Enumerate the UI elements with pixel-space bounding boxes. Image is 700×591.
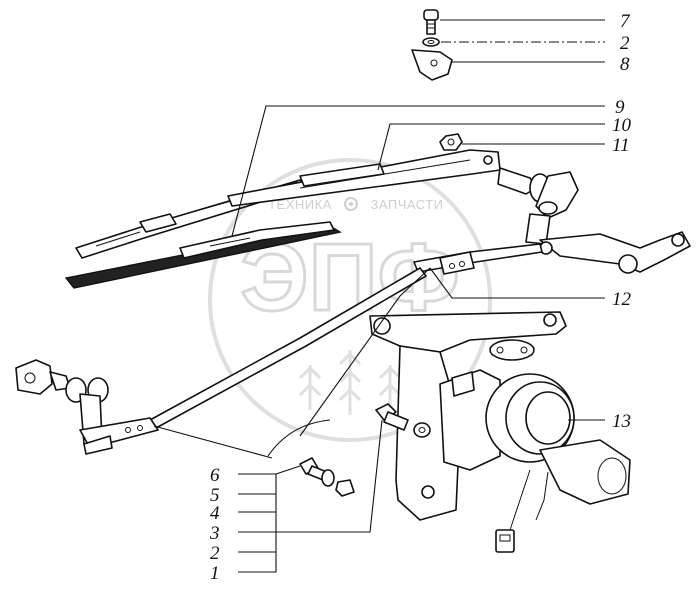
motor-cable [495,469,549,553]
leader-lines [153,19,605,573]
pivot-right [497,167,579,245]
bolt-part [423,9,439,35]
pivot-left [15,359,159,455]
wiper-blade-lower [64,221,342,289]
washer-part [422,37,440,47]
crank-arm-right [539,231,691,274]
bolt-set-rod [299,457,355,497]
bolt-set-motor [375,403,431,438]
callout-10: 10 [612,115,632,136]
motor-body [439,339,631,505]
callout-4: 4 [210,503,220,524]
callout-6: 6 [210,465,220,486]
callout-5: 5 [210,485,220,506]
callout-labels: 7 2 8 9 10 11 12 13 6 5 4 3 2 1 [209,11,632,584]
callout-12: 12 [612,289,632,310]
callout-13: 13 [612,411,631,432]
callout-11: 11 [612,135,630,156]
callout-1: 1 [210,563,220,584]
callout-2-top: 2 [620,33,630,54]
bracket-part [411,49,453,81]
callout-7: 7 [620,11,631,32]
connecting-rod [149,243,543,429]
wheat-decoration [298,350,402,415]
nut-part [439,133,463,151]
callout-9: 9 [615,97,625,118]
wiper-arm-upper [227,149,501,207]
callout-8: 8 [620,54,630,75]
watermark-ring [208,158,492,442]
watermark-text-left: ТЕХНИКА [268,197,332,212]
callout-3: 3 [209,523,220,544]
watermark-text-right: ЗАПЧАСТИ [370,197,443,212]
gear-icon [344,197,358,211]
callout-2-bottom: 2 [210,543,220,564]
